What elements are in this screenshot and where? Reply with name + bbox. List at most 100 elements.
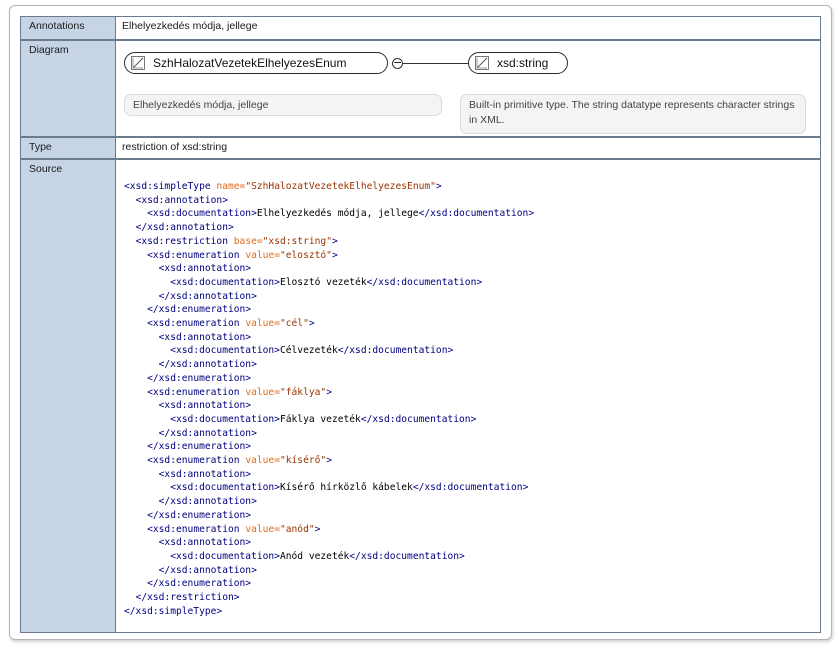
source-token: <xsd:annotation> — [158, 400, 252, 412]
annotations-row: Annotations Elhelyezkedés módja, jellege — [20, 16, 821, 40]
source-token: <xsd:enumeration — [147, 249, 246, 261]
source-line: </xsd:enumeration> — [124, 440, 534, 454]
source-token: > — [326, 455, 332, 467]
source-line: <xsd:documentation>Elhelyezkedés módja, … — [124, 207, 534, 221]
simple-type-annotation: Elhelyezkedés módja, jellege — [124, 94, 442, 116]
source-line: <xsd:documentation>Kísérő hírközlő kábel… — [124, 481, 534, 495]
base-type-node[interactable]: xsd:string — [468, 52, 568, 74]
source-line: </xsd:enumeration> — [124, 509, 534, 523]
source-line: </xsd:annotation> — [124, 427, 534, 441]
source-token: <xsd:documentation> — [170, 345, 280, 357]
source-code: <xsd:simpleType name="SzhHalozatVezetekE… — [124, 180, 534, 619]
source-line: <xsd:annotation> — [124, 399, 534, 413]
source-label: Source — [20, 159, 116, 633]
source-line: </xsd:annotation> — [124, 564, 534, 578]
source-token: <xsd:annotation> — [158, 537, 252, 549]
source-token: <xsd:enumeration — [147, 318, 246, 330]
source-token: <xsd:annotation> — [135, 194, 228, 206]
source-line: <xsd:documentation>Elosztó vezeték</xsd:… — [124, 276, 534, 290]
source-area: <xsd:simpleType name="SzhHalozatVezetekE… — [116, 159, 821, 633]
source-token: "xsd:string" — [262, 235, 332, 247]
source-token: Anód vezeték — [279, 550, 350, 562]
source-line: </xsd:annotation> — [124, 358, 534, 372]
source-token: </xsd:enumeration> — [147, 509, 252, 521]
collapse-minus-icon[interactable]: − — [392, 56, 403, 69]
source-token: </xsd:enumeration> — [147, 304, 252, 316]
source-token: </xsd:documentation> — [412, 482, 529, 494]
source-line: <xsd:documentation>Célvezeték</xsd:docum… — [124, 344, 534, 358]
source-line: </xsd:annotation> — [124, 495, 534, 509]
source-token: </xsd:restriction> — [135, 592, 240, 604]
source-token: Célvezeték — [279, 345, 338, 357]
source-line: <xsd:enumeration value="elosztó"> — [124, 249, 534, 263]
source-token: "kísérő" — [279, 455, 327, 467]
schema-doc-panel: Annotations Elhelyezkedés módja, jellege… — [9, 5, 832, 640]
source-token: > — [435, 181, 442, 192]
source-token: <xsd:annotation> — [158, 331, 252, 343]
source-token: </xsd:enumeration> — [147, 578, 252, 590]
source-token: <xsd:simpleType — [124, 181, 217, 192]
source-line: <xsd:documentation>Fáklya vezeték</xsd:d… — [124, 413, 534, 427]
source-line: <xsd:annotation> — [124, 331, 534, 345]
source-token: <xsd:annotation> — [158, 468, 252, 480]
source-token: <xsd:documentation> — [170, 276, 280, 288]
source-token: value= — [245, 455, 280, 467]
source-line: <xsd:documentation>Anód vezeték</xsd:doc… — [124, 550, 534, 564]
source-token: <xsd:documentation> — [170, 482, 280, 494]
simple-type-icon — [475, 56, 489, 70]
annotations-value: Elhelyezkedés módja, jellege — [116, 16, 821, 40]
source-token: <xsd:enumeration — [147, 455, 246, 467]
source-token: </xsd:documentation> — [366, 276, 483, 288]
source-token: <xsd:documentation> — [170, 413, 280, 425]
source-line: </xsd:annotation> — [124, 290, 534, 304]
source-line: <xsd:enumeration value="kísérő"> — [124, 454, 534, 468]
source-token: </xsd:annotation> — [158, 290, 257, 302]
source-line: <xsd:annotation> — [124, 194, 534, 208]
source-token: Fáklya vezeték — [279, 413, 361, 425]
source-line: <xsd:enumeration value="anód"> — [124, 523, 534, 537]
source-token: value= — [245, 386, 280, 398]
source-token: value= — [245, 249, 280, 261]
source-token: </xsd:documentation> — [349, 550, 465, 562]
source-token: "SzhHalozatVezetekElhelyezesEnum" — [245, 181, 436, 192]
simple-type-node[interactable]: SzhHalozatVezetekElhelyezesEnum — [124, 52, 388, 74]
source-token: <xsd:documentation> — [170, 550, 280, 562]
type-value: restriction of xsd:string — [116, 137, 821, 159]
source-line: <xsd:simpleType name="SzhHalozatVezetekE… — [124, 180, 534, 194]
source-line: </xsd:enumeration> — [124, 372, 534, 386]
source-line: <xsd:enumeration value="cél"> — [124, 317, 534, 331]
source-token: > — [326, 386, 332, 398]
diagram-area: SzhHalozatVezetekElhelyezesEnum − xsd:st… — [116, 40, 821, 137]
source-token: Elhelyezkedés módja, jellege — [256, 208, 419, 220]
source-line: </xsd:enumeration> — [124, 303, 534, 317]
source-line: </xsd:annotation> — [124, 221, 534, 235]
source-token: base= — [233, 235, 263, 247]
source-token: </xsd:enumeration> — [147, 441, 252, 453]
diagram-row: Diagram SzhHalozatVezetekElhelyezesEnum … — [20, 40, 821, 137]
source-line: </xsd:enumeration> — [124, 577, 534, 591]
diagram-label: Diagram — [20, 40, 116, 137]
source-token: <xsd:enumeration — [147, 523, 246, 535]
source-token: "elosztó" — [279, 249, 332, 261]
source-token: </xsd:documentation> — [360, 413, 477, 425]
source-token: Elosztó vezeték — [279, 276, 367, 288]
source-token: > — [308, 318, 315, 330]
source-line: <xsd:restriction base="xsd:string"> — [124, 235, 534, 249]
source-token: > — [331, 235, 338, 247]
source-token: name= — [216, 181, 246, 192]
source-line: </xsd:restriction> — [124, 591, 534, 605]
source-token: </xsd:documentation> — [418, 208, 535, 220]
source-token: </xsd:documentation> — [337, 345, 454, 357]
source-token: value= — [245, 318, 280, 330]
source-token: </xsd:annotation> — [158, 496, 257, 508]
source-token: <xsd:restriction — [135, 235, 234, 247]
type-row: Type restriction of xsd:string — [20, 137, 821, 159]
source-line: <xsd:annotation> — [124, 468, 534, 482]
source-token: "anód" — [279, 523, 315, 535]
diagram-connector — [403, 63, 468, 64]
simple-type-node-label: SzhHalozatVezetekElhelyezesEnum — [153, 56, 347, 70]
type-label: Type — [20, 137, 116, 159]
source-token: Kísérő hírközlő kábelek — [279, 482, 413, 494]
annotations-label: Annotations — [20, 16, 116, 40]
source-token: </xsd:annotation> — [158, 564, 257, 576]
